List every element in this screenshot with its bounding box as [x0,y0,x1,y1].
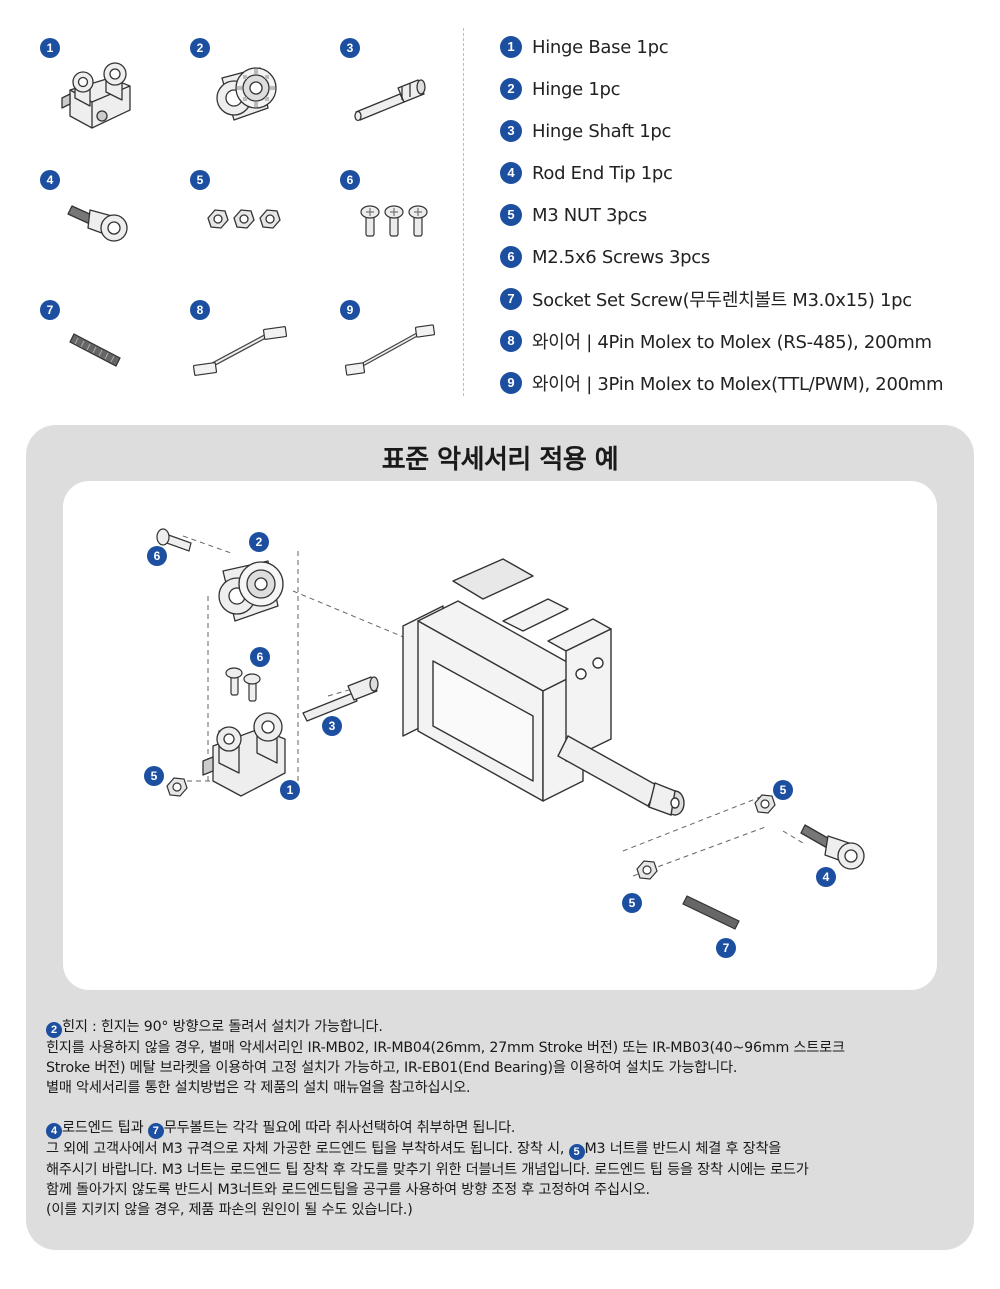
parts-list: 1 Hinge Base 1pc 2 Hinge 1pc 3 Hinge Sha… [500,26,980,404]
part-cell-4: 4 [40,170,180,290]
diagram-callout-3: 3 [322,716,342,736]
list-number-badge: 7 [500,288,522,310]
part-number-badge: 1 [40,38,60,58]
wire-4pin-icon [192,326,288,376]
list-item-label: M3 NUT 3pcs [532,204,647,226]
part-number-badge: 8 [190,300,210,320]
diagram-callout-5: 5 [622,893,642,913]
hinge-icon [216,67,277,121]
note-badge: 7 [147,1123,164,1139]
part-cell-7: 7 [40,300,180,420]
diagram-callout-6: 6 [147,546,167,566]
part-number-badge: 2 [190,38,210,58]
part-number-badge: 6 [340,170,360,190]
diagram-callout-7: 7 [716,938,736,958]
section-divider [463,28,464,396]
note-badge: 5 [568,1144,585,1160]
list-number-badge: 1 [500,36,522,58]
list-item: 3 Hinge Shaft 1pc [500,110,980,152]
note-badge: 4 [46,1123,62,1139]
exploded-assembly-diagram [156,528,865,930]
note-text: 별매 악세서리를 통한 설치방법은 각 제품의 설치 매뉴얼을 참고하십시오. [46,1080,471,1096]
list-item-label: 와이어 | 4Pin Molex to Molex (RS-485), 200m… [532,332,932,353]
panel-title: 표준 악세서리 적용 예 [381,445,619,475]
part-number-badge: 9 [340,300,360,320]
part-cell-6: 6 [340,170,480,290]
diagram-callout-6: 6 [250,647,270,667]
part-cell-5: 5 [190,170,330,290]
set-screw-icon [69,333,121,367]
note-text: 그 외에 고객사에서 M3 규격으로 자체 가공한 로드엔드 팁을 부착하셔도 … [46,1141,569,1157]
list-number-badge: 9 [500,372,522,394]
diagram-callout-5: 5 [773,780,793,800]
note-rod-line: 그 외에 고객사에서 M3 규격으로 자체 가공한 로드엔드 팁을 부착하셔도 … [46,1139,966,1160]
list-number-badge: 8 [500,330,522,352]
note-text: 로드엔드 팁과 [62,1120,148,1136]
list-item-label: Hinge Shaft 1pc [532,120,672,142]
part-cell-2: 2 [190,38,330,158]
list-item-label: Hinge 1pc [532,78,621,100]
note-text: 힌지를 사용하지 않을 경우, 별매 악세서리인 IR-MB02, IR-MB0… [46,1040,845,1056]
nut-icon [207,209,281,229]
list-item-label: Hinge Base 1pc [532,36,669,58]
diagram-callout-4: 4 [816,867,836,887]
wire-3pin-icon [344,324,436,376]
diagram-callout-1: 1 [280,780,300,800]
list-item-label: 와이어 | 3Pin Molex to Molex(TTL/PWM), 200m… [532,374,944,395]
list-number-badge: 3 [500,120,522,142]
note-text: 해주시기 바랍니다. M3 너트는 로드엔드 팁 장착 후 각도를 맞추기 위한… [46,1162,809,1178]
list-number-badge: 6 [500,246,522,268]
note-badge: 2 [46,1022,62,1038]
part-number-badge: 5 [190,170,210,190]
hinge-shaft-icon [354,79,426,122]
part-cell-1: 1 [40,38,180,158]
list-item: 1 Hinge Base 1pc [500,26,980,68]
rod-end-tip-icon [67,205,128,242]
list-item: 6 M2.5x6 Screws 3pcs [500,236,980,278]
assembly-diagram-card: 6 2 6 3 5 1 5 4 5 7 [63,481,937,990]
part-cell-8: 8 [190,300,330,420]
note-text: 힌지 : 힌지는 90° 방향으로 돌려서 설치가 가능합니다. [62,1019,383,1035]
note-text: 함께 돌아가지 않도록 반드시 M3너트와 로드엔드팁을 공구를 사용하여 방향… [46,1182,650,1198]
application-example-panel: 표준 악세서리 적용 예 [26,425,974,1250]
list-item-label: Socket Set Screw(무두렌치볼트 M3.0x15) 1pc [532,290,912,311]
diagram-callout-5: 5 [144,766,164,786]
part-number-badge: 7 [40,300,60,320]
list-item: 9 와이어 | 3Pin Molex to Molex(TTL/PWM), 20… [500,362,980,404]
note-text: M3 너트를 반드시 체결 후 장착을 [584,1141,782,1157]
parts-grid: 1 2 [0,0,460,400]
part-number-badge: 4 [40,170,60,190]
list-number-badge: 4 [500,162,522,184]
list-item: 5 M3 NUT 3pcs [500,194,980,236]
note-text: (이를 지키지 않을 경우, 제품 파손의 원인이 될 수도 있습니다.) [46,1202,413,1218]
list-item: 7 Socket Set Screw(무두렌치볼트 M3.0x15) 1pc [500,278,980,320]
part-cell-9: 9 [340,300,480,420]
list-number-badge: 5 [500,204,522,226]
part-number-badge: 3 [340,38,360,58]
list-item: 4 Rod End Tip 1pc [500,152,980,194]
note-text: Stroke 버전) 메탈 브라켓을 이용하여 고정 설치가 가능하고, IR-… [46,1060,738,1076]
note-text: 무두볼트는 각각 필요에 따라 취사선택하여 취부하면 됩니다. [163,1120,516,1136]
list-number-badge: 2 [500,78,522,100]
screw-icon [360,205,428,237]
hinge-base-icon [61,62,131,129]
list-item-label: M2.5x6 Screws 3pcs [532,246,710,268]
list-item: 2 Hinge 1pc [500,68,980,110]
diagram-callout-2: 2 [249,532,269,552]
list-item-label: Rod End Tip 1pc [532,162,673,184]
part-cell-3: 3 [340,38,480,158]
list-item: 8 와이어 | 4Pin Molex to Molex (RS-485), 20… [500,320,980,362]
